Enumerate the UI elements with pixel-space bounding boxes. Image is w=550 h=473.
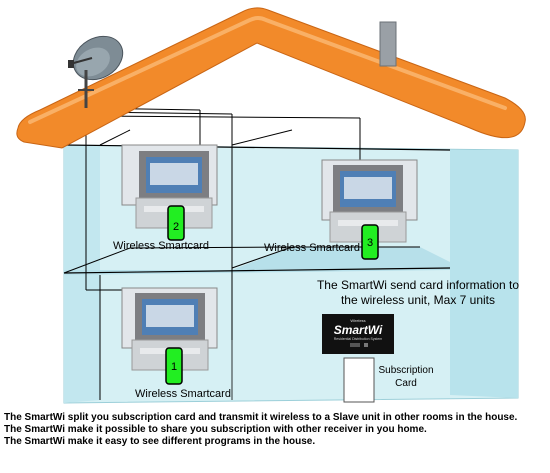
tv1-label: Wireless Smartcard	[135, 388, 231, 400]
slave-card-1-number: 1	[171, 361, 177, 373]
floor-line-1	[63, 267, 451, 274]
slave-card-2-number: 2	[173, 221, 179, 233]
floor-upper	[64, 247, 450, 275]
satellite-dish-icon	[68, 35, 124, 108]
smartwi-master-unit: Wireless SmartWi Residential Distributio…	[322, 314, 394, 354]
subscription-card-label: Subscription Card	[376, 364, 436, 390]
tv-unit-1	[121, 287, 218, 371]
headline-line-2: the wireless unit, Max 7 units	[340, 293, 496, 307]
cable-5	[85, 115, 361, 119]
subscription-line-1: Subscription	[378, 365, 434, 376]
subscription-card	[343, 357, 375, 403]
subscription-line-2: Card	[395, 378, 417, 389]
footer-line-2: The SmartWi make it possible to share yo…	[4, 424, 427, 435]
headline-line-1: The SmartWi send card information to	[316, 278, 520, 292]
master-unit-small-bottom: Residential Distribution System	[334, 337, 383, 341]
headline: The SmartWi send card information to the…	[300, 278, 536, 308]
tv3-label: Wireless Smartcard	[264, 242, 360, 254]
ceiling-line-2	[99, 129, 131, 146]
chimney	[379, 21, 397, 67]
slave-card-1: 1	[165, 347, 183, 385]
footer-line-1: The SmartWi split you subscription card …	[4, 412, 518, 423]
roof-highlight	[28, 16, 507, 124]
slave-card-3: 3	[361, 224, 379, 260]
master-unit-brand: SmartWi	[334, 323, 383, 337]
house-right-wall	[450, 150, 518, 398]
slave-card-2: 2	[167, 205, 185, 241]
tv-unit-2	[121, 144, 218, 229]
ceiling-line-3	[231, 129, 293, 146]
master-unit-small-top: Wireless	[350, 318, 365, 323]
floor-line-2	[231, 246, 293, 269]
tv2-label: Wireless Smartcard	[113, 240, 209, 252]
floor-line-5	[129, 246, 291, 249]
floor-line-4	[63, 247, 131, 274]
footer-line-3: The SmartWi make it easy to see differen…	[4, 436, 316, 447]
slave-card-3-number: 3	[367, 237, 373, 249]
footer-notes: The SmartWi split you subscription card …	[4, 412, 550, 448]
tv-unit-3	[321, 159, 418, 243]
